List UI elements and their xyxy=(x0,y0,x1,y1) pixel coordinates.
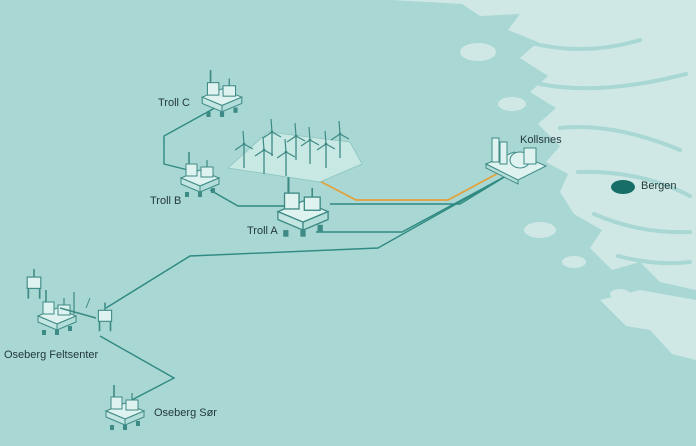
label-kollsnes: Kollsnes xyxy=(520,134,562,146)
gas-pipelines xyxy=(99,103,507,405)
pipeline-troll-b-troll-a xyxy=(209,189,296,207)
offshore-platform-icon xyxy=(276,176,330,238)
label-oseberg-feltsenter: Oseberg Feltsenter xyxy=(4,349,99,361)
offshore-platform-icon xyxy=(201,69,243,118)
power-cable xyxy=(309,169,505,201)
coastline xyxy=(392,0,696,360)
fjords xyxy=(518,38,692,266)
offshore-platform-icon xyxy=(180,151,220,198)
label-troll-b: Troll B xyxy=(150,195,182,207)
pipeline-troll-a-kollsnes-2 xyxy=(316,175,507,233)
label-troll-a: Troll A xyxy=(247,225,278,237)
gas-terminal-icon xyxy=(484,137,548,185)
pipeline-troll-c-troll-b xyxy=(163,103,223,171)
label-oseberg-sor: Oseberg Sør xyxy=(154,407,217,419)
wind-farm xyxy=(227,118,363,183)
label-troll-c: Troll C xyxy=(158,97,190,109)
pipeline-oseberg-kollsnes xyxy=(105,175,507,309)
offshore-platform-icon xyxy=(105,384,145,431)
pipeline-oseberg-feltsenter-sor xyxy=(99,335,176,405)
oseberg-feltsenter-complex xyxy=(26,268,113,336)
label-bergen: Bergen xyxy=(641,180,677,192)
city-marker-icon xyxy=(611,180,635,194)
